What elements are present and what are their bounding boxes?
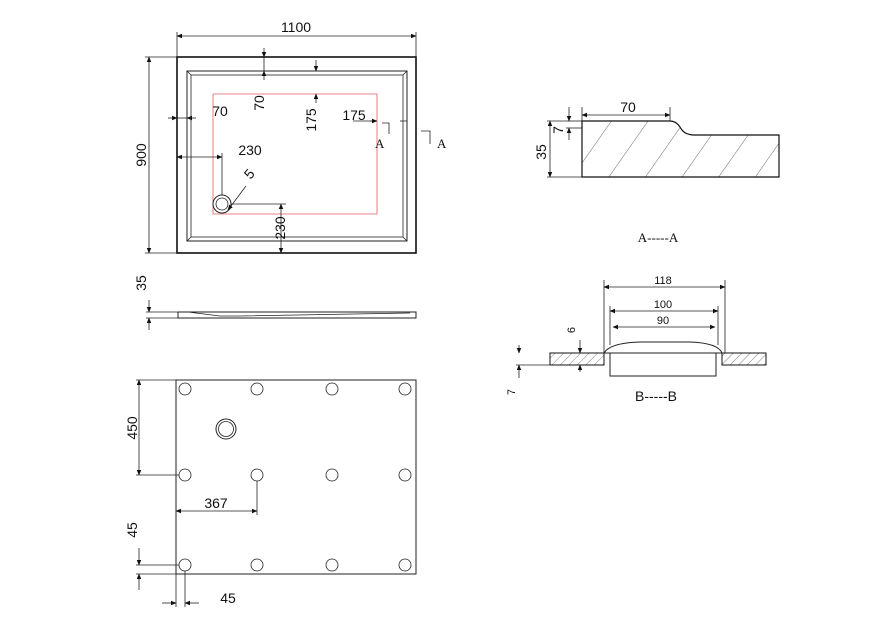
foot-icon <box>178 382 192 396</box>
offset-top-label: 70 <box>251 95 267 111</box>
drain-y-label: 230 <box>272 216 288 240</box>
red-offset-top-label: 175 <box>303 108 319 132</box>
basin-slope-line <box>187 311 411 317</box>
floor-left <box>549 352 605 366</box>
drain-cover <box>603 341 723 354</box>
section-mark-left: A <box>375 136 385 151</box>
rim-corner-tl <box>186 70 192 76</box>
width-label: 1100 <box>281 19 311 35</box>
drain-inner-icon <box>215 197 229 211</box>
bottom-view: 450 367 45 45 <box>124 379 417 607</box>
foot-icon <box>398 382 412 396</box>
foot-icon <box>398 558 412 572</box>
support-feet <box>178 382 412 572</box>
foot-icon <box>250 468 264 482</box>
tray-side-profile <box>177 311 417 319</box>
foot-icon <box>250 382 264 396</box>
tray-inner-rim <box>186 70 408 242</box>
foot-icon <box>178 468 192 482</box>
mid-label: 100 <box>654 299 672 311</box>
depth-label: 6 <box>566 327 578 333</box>
section-arrow-right-icon <box>421 130 431 144</box>
rim-corner-bl <box>186 236 192 242</box>
foot-icon <box>398 468 412 482</box>
offset-left-label: 70 <box>212 103 228 119</box>
top-view: 1100 900 70 70 175 175 230 230 <box>133 19 447 254</box>
foot-x-label: 367 <box>204 495 228 511</box>
foot-icon <box>178 558 192 572</box>
dim-line-drain-radius <box>227 185 247 211</box>
side-view: 35 <box>133 275 417 330</box>
section-b: 118 100 90 6 7 B-----B <box>506 275 767 404</box>
lip-label: 70 <box>620 99 636 115</box>
section-b-title: B-----B <box>635 388 677 404</box>
slope-area-red <box>212 93 378 215</box>
base-label: 7 <box>506 389 518 395</box>
edge-x-label: 45 <box>220 590 236 606</box>
foot-icon <box>325 558 339 572</box>
drain-x-label: 230 <box>238 142 262 158</box>
rim-corner-br <box>402 236 408 242</box>
drain-bottom-inner-icon <box>218 421 234 437</box>
section-arrow-left-icon <box>382 122 390 134</box>
tray-bottom-outline <box>175 379 417 575</box>
foot-icon <box>325 468 339 482</box>
edge-y-label: 45 <box>124 522 140 538</box>
inner-label: 90 <box>657 315 669 327</box>
red-offset-right-label: 175 <box>342 107 366 123</box>
drain-bottom-icon <box>215 418 237 440</box>
height-label: 900 <box>133 143 149 167</box>
floor-right <box>721 352 767 366</box>
section-a-profile <box>581 120 780 178</box>
foot-icon <box>250 558 264 572</box>
rim-corner-tr <box>402 70 408 76</box>
section-height-label: 35 <box>533 144 549 160</box>
step-label: 7 <box>550 126 566 134</box>
foot-icon <box>325 382 339 396</box>
section-a: 70 7 35 A-----A <box>533 99 780 245</box>
section-a-title: A-----A <box>638 230 679 245</box>
side-height-label: 35 <box>133 275 149 291</box>
bottom-drain-y-label: 450 <box>124 416 140 440</box>
drain-radius-label: 5 <box>241 166 258 182</box>
outer-label: 118 <box>654 275 672 287</box>
section-mark-right: A <box>437 136 447 151</box>
drain-body <box>609 352 717 377</box>
